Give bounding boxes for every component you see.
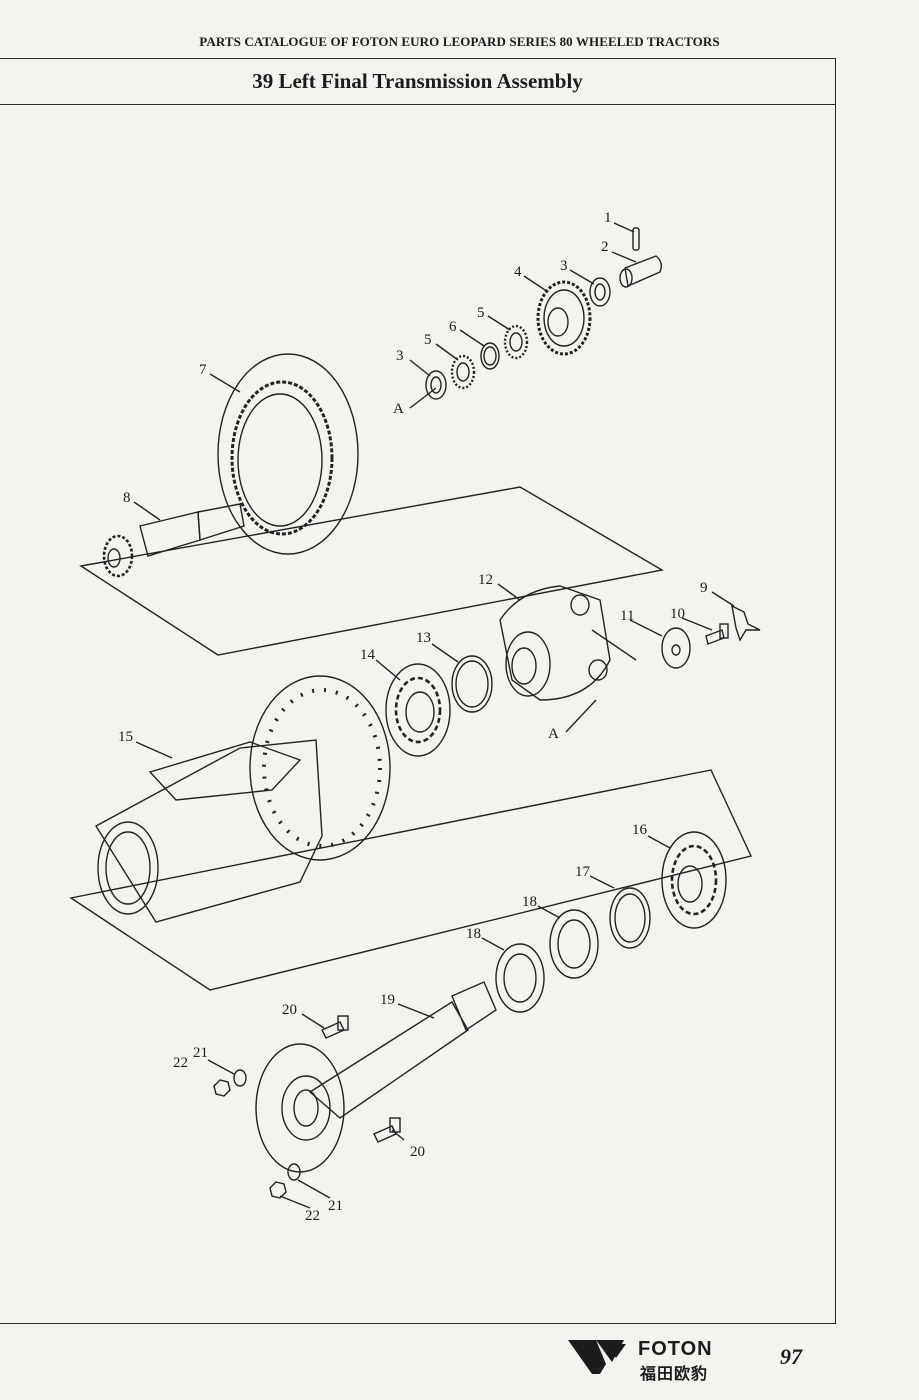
part-5-needle-bearing-upper [503, 324, 529, 360]
part-7-ring-gear [217, 353, 359, 555]
part-6-spacer-ring [480, 342, 500, 370]
drawing-frame: 39 Left Final Transmission Assembly [0, 58, 836, 1324]
callout-1: 1 [604, 210, 612, 226]
part-4-gear [536, 280, 592, 356]
callout-6: 6 [449, 319, 457, 335]
page-number: 97 [780, 1344, 802, 1369]
callout-19: 19 [380, 992, 395, 1008]
callout-8: 8 [123, 490, 131, 506]
callout-16: 16 [632, 822, 648, 838]
exploded-parts-drawing: 1 2 3 4 3 5 6 5 7 8 12 9 11 10 13 14 15 … [69, 210, 761, 1224]
reference-plane-upper [79, 486, 664, 656]
part-16-tapered-bearing [661, 831, 727, 929]
part-12-planet-carrier [499, 585, 637, 701]
part-3-washer-upper [589, 277, 611, 307]
brand-name-chinese: 福田欧豹 [640, 1364, 709, 1383]
reference-plane-lower [69, 769, 752, 991]
callout-13: 13 [416, 630, 431, 646]
section-mark-a-upper: A [393, 401, 404, 417]
callout-14: 14 [360, 647, 376, 663]
part-15-final-drive-housing [95, 675, 391, 923]
callout-5-upper: 5 [477, 305, 485, 321]
callout-7: 7 [199, 362, 207, 378]
callout-5-lower: 5 [424, 332, 432, 348]
callout-10: 10 [670, 606, 685, 622]
part-14-ball-bearing [385, 663, 451, 757]
callout-22-upper: 22 [173, 1055, 188, 1071]
part-22-nut-upper [213, 1079, 231, 1097]
part-18-oil-seal-lower [495, 943, 545, 1013]
part-10-bolt [705, 623, 729, 645]
part-18-oil-seal-upper [549, 909, 599, 979]
part-9-lock-plate [731, 604, 761, 642]
part-8-pinion-shaft [102, 503, 245, 578]
callout-3-upper: 3 [560, 258, 568, 274]
section-title: 39 Left Final Transmission Assembly [0, 59, 835, 105]
callout-17: 17 [575, 864, 591, 880]
part-17-retaining-ring [609, 887, 651, 949]
callout-20-lower: 20 [410, 1144, 425, 1160]
callout-18-upper: 18 [522, 894, 537, 910]
part-3-washer-lower [425, 370, 447, 400]
callout-20-upper: 20 [282, 1002, 297, 1018]
section-mark-a-lower: A [548, 726, 559, 742]
part-21-washer-lower [287, 1163, 301, 1181]
part-1-pin [632, 227, 640, 251]
callout-9: 9 [700, 580, 708, 596]
part-5-needle-bearing-lower [450, 354, 476, 390]
callout-15: 15 [118, 729, 133, 745]
part-11-end-cap [661, 627, 691, 669]
brand-name: FOTON [638, 1338, 713, 1360]
callout-18-lower: 18 [466, 926, 481, 942]
part-13-oring [451, 655, 493, 713]
callout-22-lower: 22 [305, 1208, 320, 1224]
callout-2: 2 [601, 239, 609, 255]
callout-21-lower: 21 [328, 1198, 343, 1214]
callout-3-lower: 3 [396, 348, 404, 364]
callout-12: 12 [478, 572, 493, 588]
part-21-washer-upper [233, 1069, 247, 1087]
part-2-shaft [619, 255, 663, 288]
callout-4: 4 [514, 264, 522, 280]
part-20-stud-upper [321, 1015, 349, 1039]
part-22-nut-lower [269, 1181, 287, 1199]
catalogue-header: PARTS CATALOGUE OF FOTON EURO LEOPARD SE… [199, 34, 720, 49]
callout-11: 11 [620, 608, 634, 624]
foton-logo-icon [568, 1340, 626, 1374]
callout-21-upper: 21 [193, 1045, 208, 1061]
part-20-stud-lower [373, 1117, 401, 1143]
